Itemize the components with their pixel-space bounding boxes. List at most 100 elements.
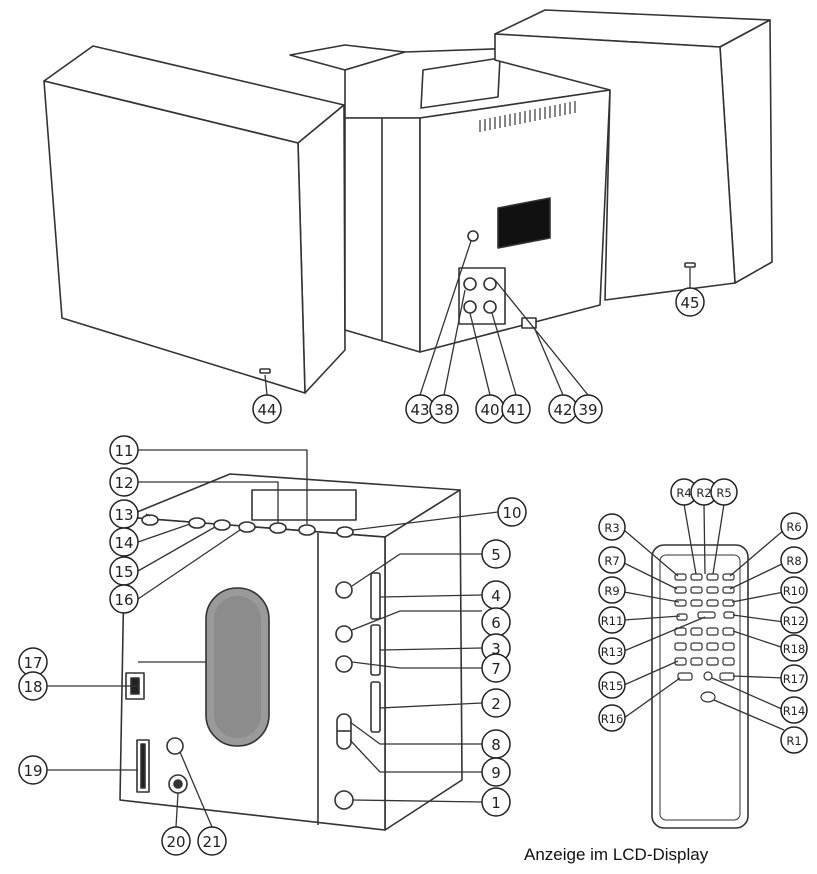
callout-R11 [598, 606, 626, 634]
side-button-5 [335, 581, 353, 599]
callout-label-R4: R4 [676, 486, 691, 500]
callout-label-13: 13 [114, 506, 133, 524]
callout-R14 [780, 696, 808, 724]
callout-label-17: 17 [23, 654, 42, 672]
callout-label-12: 12 [114, 474, 133, 492]
callout-label-20: 20 [166, 833, 185, 851]
callout-1 [481, 787, 511, 817]
callout-label-39: 39 [578, 401, 597, 419]
callout-45 [675, 287, 705, 317]
callout-R1 [780, 726, 808, 754]
callout-R7 [598, 546, 626, 574]
power-button-1 [334, 790, 354, 810]
callout-R5 [710, 478, 738, 506]
callout-38 [429, 394, 459, 424]
button-14 [188, 517, 206, 529]
callout-label-R16: R16 [601, 712, 624, 726]
speaker-output-panel [458, 267, 506, 325]
callout-label-2: 2 [491, 695, 501, 713]
callout-label-6: 6 [491, 614, 501, 632]
speaker-socket-41 [483, 300, 497, 314]
callout-19 [18, 755, 48, 785]
callout-16 [109, 584, 139, 614]
callout-label-41: 41 [506, 401, 525, 419]
callout-10 [497, 497, 527, 527]
button-10 [336, 526, 354, 538]
callout-R15 [598, 671, 626, 699]
leader-lines [33, 240, 785, 828]
right-speaker [494, 9, 773, 301]
main-unit-front [119, 473, 463, 831]
callout-label-9: 9 [491, 764, 501, 782]
side-slot-3 [370, 624, 381, 676]
callout-label-19: 19 [23, 762, 42, 780]
callout-5 [481, 539, 511, 569]
callout-label-3: 3 [491, 640, 501, 658]
callout-20 [161, 826, 191, 856]
rear-vent [479, 101, 576, 132]
callout-label-R8: R8 [786, 554, 801, 568]
callout-circles [18, 287, 808, 856]
callout-label-R12: R12 [783, 614, 806, 628]
callout-7 [481, 653, 511, 683]
callout-label-16: 16 [114, 591, 133, 609]
speaker-socket-38 [463, 277, 477, 291]
callout-R9 [598, 576, 626, 604]
fm-antenna-socket-43 [467, 230, 479, 242]
callout-label-R7: R7 [604, 554, 619, 568]
callout-41 [501, 394, 531, 424]
callout-label-5: 5 [491, 546, 501, 564]
callout-9 [481, 757, 511, 787]
callout-labels: 44 43 38 40 41 42 39 45 11 12 13 14 15 1… [23, 294, 805, 851]
callout-label-1: 1 [491, 794, 501, 812]
side-button-6 [335, 625, 353, 643]
callout-label-43: 43 [410, 401, 429, 419]
callout-R3 [598, 513, 626, 541]
callout-11 [109, 435, 139, 465]
speaker-socket-39 [483, 277, 497, 291]
callout-label-21: 21 [202, 833, 221, 851]
callout-label-4: 4 [491, 587, 501, 605]
callout-R16 [598, 704, 626, 732]
callout-label-7: 7 [491, 660, 501, 678]
side-slot-4 [370, 572, 381, 620]
main-unit-rear [289, 44, 611, 353]
callout-label-R3: R3 [604, 521, 619, 535]
callout-R13 [598, 637, 626, 665]
callout-18 [18, 671, 48, 701]
callout-label-R13: R13 [601, 645, 624, 659]
button-16 [238, 521, 256, 533]
callout-R17 [780, 664, 808, 692]
speaker-socket-40 [463, 300, 477, 314]
callout-label-10: 10 [502, 504, 521, 522]
callout-label-R18: R18 [783, 642, 806, 656]
speaker-terminal-44 [259, 368, 271, 374]
callout-R18 [780, 634, 808, 662]
remote-buttons [674, 573, 735, 703]
callout-label-R5: R5 [716, 486, 731, 500]
callout-21 [197, 826, 227, 856]
ir-sensor-21 [166, 737, 184, 755]
side-button-7 [335, 655, 353, 673]
remote-power-button [700, 691, 716, 703]
callout-44 [252, 394, 282, 424]
callout-label-40: 40 [480, 401, 499, 419]
callout-label-11: 11 [114, 442, 133, 460]
callout-label-R9: R9 [604, 584, 619, 598]
callout-12 [109, 467, 139, 497]
callout-label-R1: R1 [786, 734, 801, 748]
callout-R6 [780, 512, 808, 540]
callout-label-R15: R15 [601, 679, 624, 693]
callout-label-15: 15 [114, 563, 133, 581]
speaker-terminal-45 [684, 262, 696, 268]
callout-label-14: 14 [114, 534, 133, 552]
callout-label-42: 42 [553, 401, 572, 419]
callout-39 [573, 394, 603, 424]
callout-R12 [780, 606, 808, 634]
callout-label-R6: R6 [786, 520, 801, 534]
callout-label-38: 38 [434, 401, 453, 419]
callout-label-18: 18 [23, 678, 42, 696]
callout-label-45: 45 [680, 294, 699, 312]
button-15 [213, 519, 231, 531]
